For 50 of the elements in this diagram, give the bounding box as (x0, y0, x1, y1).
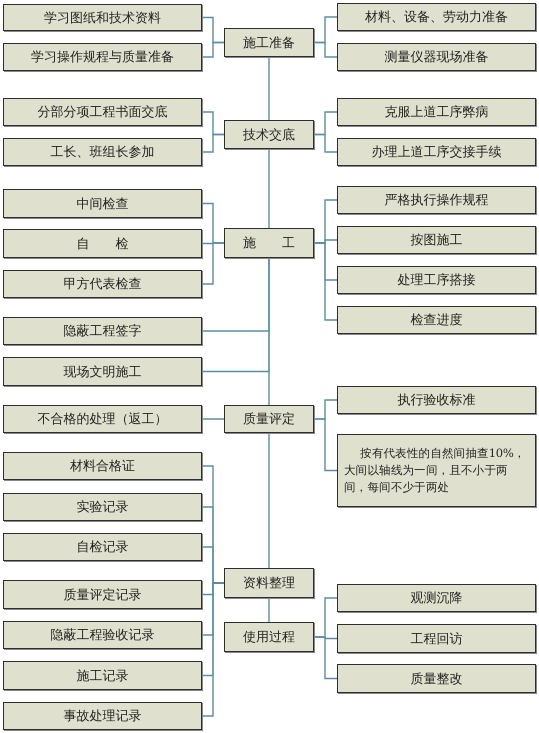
connector-line (268, 57, 270, 120)
process-box: 自 检 (3, 229, 202, 258)
process-box: 施工准备 (224, 28, 314, 57)
connector-line (314, 418, 337, 472)
process-box: 隐蔽工程签字 (3, 317, 202, 345)
connector-line (202, 42, 224, 58)
process-box: 检查进度 (337, 306, 536, 334)
process-box: 办理上道工序交接手续 (337, 138, 536, 166)
process-box: 分部分项工程书面交底 (3, 98, 202, 126)
process-box: 施 工 (224, 228, 314, 258)
process-box: 事故处理记录 (3, 702, 202, 730)
process-box: 实验记录 (3, 493, 202, 521)
connector-line (314, 134, 337, 153)
process-box: 中间检查 (3, 189, 202, 218)
connector-line (314, 42, 337, 58)
process-box: 质量评定记录 (3, 580, 202, 609)
process-box: 不合格的处理（返工） (3, 405, 202, 433)
process-box: 处理工序搭接 (337, 266, 536, 294)
connector-line (268, 149, 270, 228)
process-box: 观测沉降 (337, 584, 536, 612)
process-box: 质量整改 (337, 664, 536, 693)
process-box: 工长、班组长参加 (3, 138, 202, 166)
process-box: 自检记录 (3, 533, 202, 561)
process-box: 克服上道工序弊病 (337, 98, 536, 126)
process-box: 执行验收标准 (337, 386, 536, 414)
connector-line (202, 418, 224, 420)
connector-line (268, 598, 270, 622)
process-box: 资料整理 (224, 568, 314, 598)
process-box: 技术交底 (224, 120, 314, 149)
process-box: 隐蔽工程验收记录 (3, 621, 202, 649)
process-box: 施工记录 (3, 661, 202, 690)
process-box: 严格执行操作规程 (337, 186, 536, 214)
process-box: 测量仪器现场准备 (337, 43, 536, 71)
process-box: 按图施工 (337, 226, 536, 254)
process-box: 材料合格证 (3, 452, 202, 480)
process-box: 材料、设备、劳动力准备 (337, 3, 536, 31)
process-box: 甲方代表检查 (3, 270, 202, 298)
process-box: 学习图纸和技术资料 (3, 4, 202, 31)
connector-line (268, 433, 270, 568)
process-box: 按有代表性的自然间抽查10%，大间以轴线为一间，且不小于两间，每间不少于两处 (337, 434, 536, 507)
process-box: 现场文明施工 (3, 357, 202, 386)
process-box: 质量评定 (224, 405, 314, 433)
process-box: 学习操作规程与质量准备 (3, 43, 202, 71)
connector-line (202, 258, 270, 372)
process-box: 工程回访 (337, 624, 536, 653)
connector-line (314, 242, 337, 321)
connector-line (314, 636, 337, 680)
process-box: 使用过程 (224, 622, 314, 652)
connector-line (202, 242, 224, 285)
connector-line (202, 134, 224, 153)
